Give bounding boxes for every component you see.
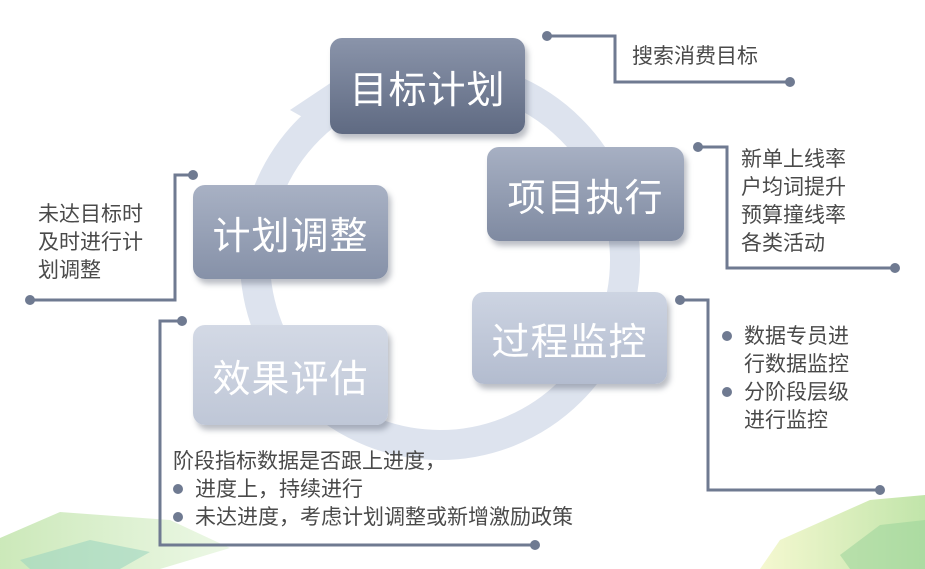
- decor-bottom-left: [0, 512, 230, 569]
- execute-note-line: 新单上线率: [741, 147, 846, 171]
- execute-note: 新单上线率 户均词提升 预算撞线率 各类活动: [741, 145, 846, 257]
- monitor-bullet: 数据专员进 行数据监控: [722, 322, 849, 378]
- monitor-note: 数据专员进 行数据监控 分阶段层级 进行监控: [722, 322, 849, 434]
- step-evaluate-box: 效果评估: [193, 325, 388, 425]
- adjust-note: 未达目标时 及时进行计 划调整: [38, 200, 143, 284]
- step-evaluate-label: 效果评估: [212, 356, 369, 401]
- step-monitor-label: 过程监控: [491, 319, 648, 364]
- step-execute-box: 项目执行: [487, 147, 684, 241]
- bullet-dot-icon: [722, 331, 732, 341]
- monitor-bullet-line: 数据专员进: [744, 324, 849, 348]
- monitor-bullet-line: 行数据监控: [744, 352, 849, 376]
- evaluate-bullet: 进度上，持续进行: [173, 475, 573, 503]
- monitor-bullet-line: 进行监控: [744, 408, 828, 432]
- execute-note-line: 各类活动: [741, 231, 825, 255]
- execute-note-line: 户均词提升: [741, 175, 846, 199]
- monitor-bullet-line: 分阶段层级: [744, 380, 849, 404]
- adjust-note-line: 未达目标时: [38, 202, 143, 226]
- decor-bottom-right: [760, 495, 925, 569]
- adjust-note-line: 划调整: [38, 258, 101, 282]
- monitor-bullet: 分阶段层级 进行监控: [722, 378, 849, 434]
- adjust-note-line: 及时进行计: [38, 230, 143, 254]
- execute-note-line: 预算撞线率: [741, 203, 846, 227]
- step-adjust-box: 计划调整: [193, 185, 388, 279]
- connector-dots: [25, 31, 900, 550]
- connector-lines: [30, 34, 895, 547]
- bullet-dot-icon: [173, 512, 183, 522]
- step-monitor-box: 过程监控: [472, 292, 667, 384]
- bullet-dot-icon: [722, 387, 732, 397]
- plan-note: 搜索消费目标: [632, 44, 758, 68]
- evaluate-bullet-text: 未达进度，考虑计划调整或新增激励政策: [195, 505, 573, 529]
- step-adjust-label: 计划调整: [212, 213, 369, 258]
- evaluate-bullet: 未达进度，考虑计划调整或新增激励政策: [173, 503, 573, 531]
- step-plan-box: 目标计划: [330, 38, 525, 134]
- step-execute-label: 项目执行: [507, 175, 664, 220]
- evaluate-bullet-text: 进度上，持续进行: [195, 477, 363, 501]
- step-plan-label: 目标计划: [349, 67, 506, 112]
- evaluate-note: 阶段指标数据是否跟上进度， 进度上，持续进行 未达进度，考虑计划调整或新增激励政…: [173, 447, 573, 531]
- bullet-dot-icon: [173, 484, 183, 494]
- evaluate-note-intro: 阶段指标数据是否跟上进度，: [173, 449, 446, 473]
